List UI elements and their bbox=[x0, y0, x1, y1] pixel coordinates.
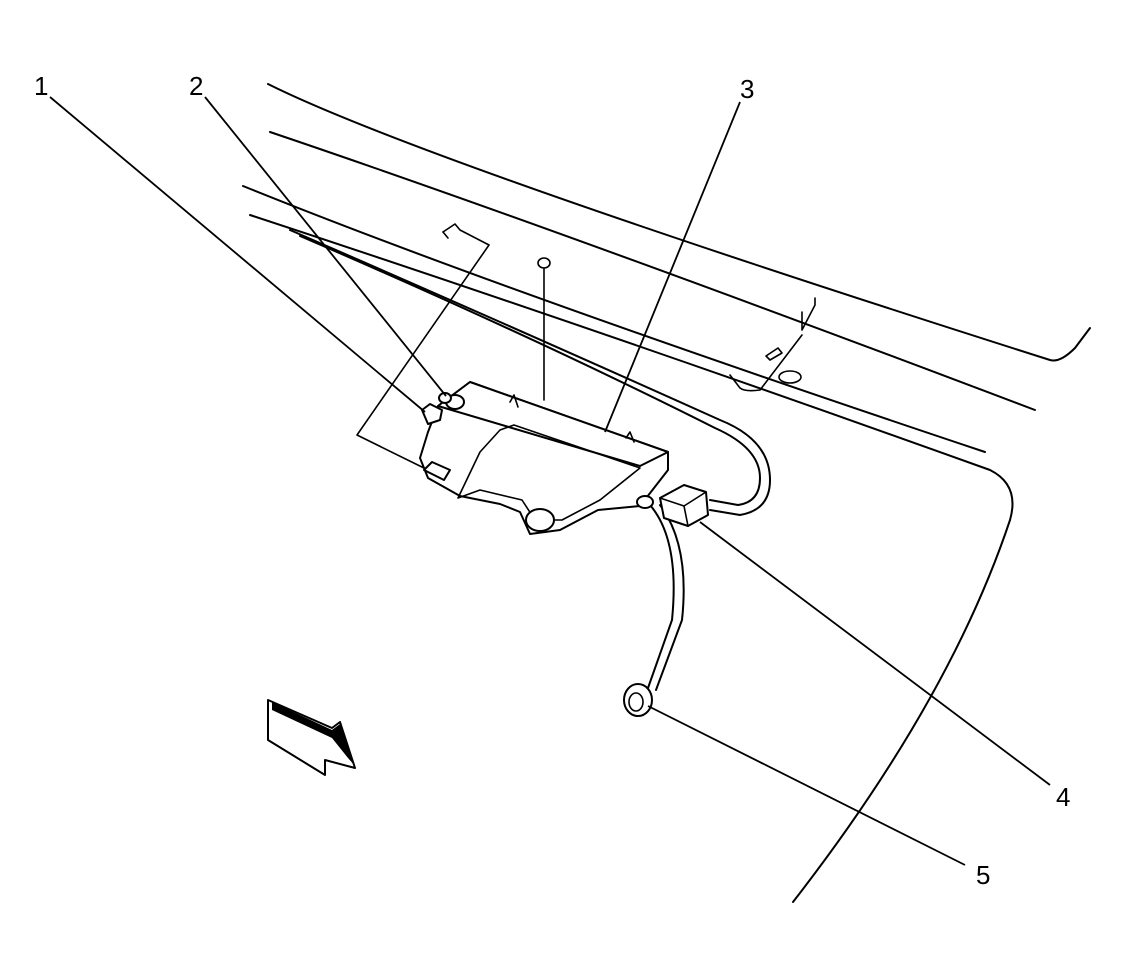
callout-labels: 1 2 3 4 5 bbox=[34, 71, 1070, 890]
callout-line-2 bbox=[204, 96, 447, 397]
harness-grommet bbox=[623, 683, 653, 717]
callout-line-1 bbox=[49, 96, 426, 413]
callout-leaders bbox=[49, 96, 1051, 866]
latch-assembly bbox=[419, 381, 669, 535]
callout-line-5 bbox=[647, 705, 966, 866]
wiring-harness bbox=[289, 229, 771, 691]
fasteners bbox=[421, 392, 465, 425]
callout-label-4: 4 bbox=[1056, 782, 1070, 812]
body-panel-lines bbox=[242, 83, 1091, 903]
direction-arrow bbox=[267, 699, 356, 776]
callout-label-2: 2 bbox=[189, 71, 203, 101]
callout-line-3 bbox=[604, 101, 741, 433]
callout-line-4 bbox=[699, 521, 1051, 786]
callout-label-1: 1 bbox=[34, 71, 48, 101]
electrical-connector bbox=[636, 484, 709, 527]
mounting-bracket-outline bbox=[356, 223, 551, 471]
callout-label-5: 5 bbox=[976, 860, 990, 890]
callout-label-3: 3 bbox=[740, 74, 754, 104]
